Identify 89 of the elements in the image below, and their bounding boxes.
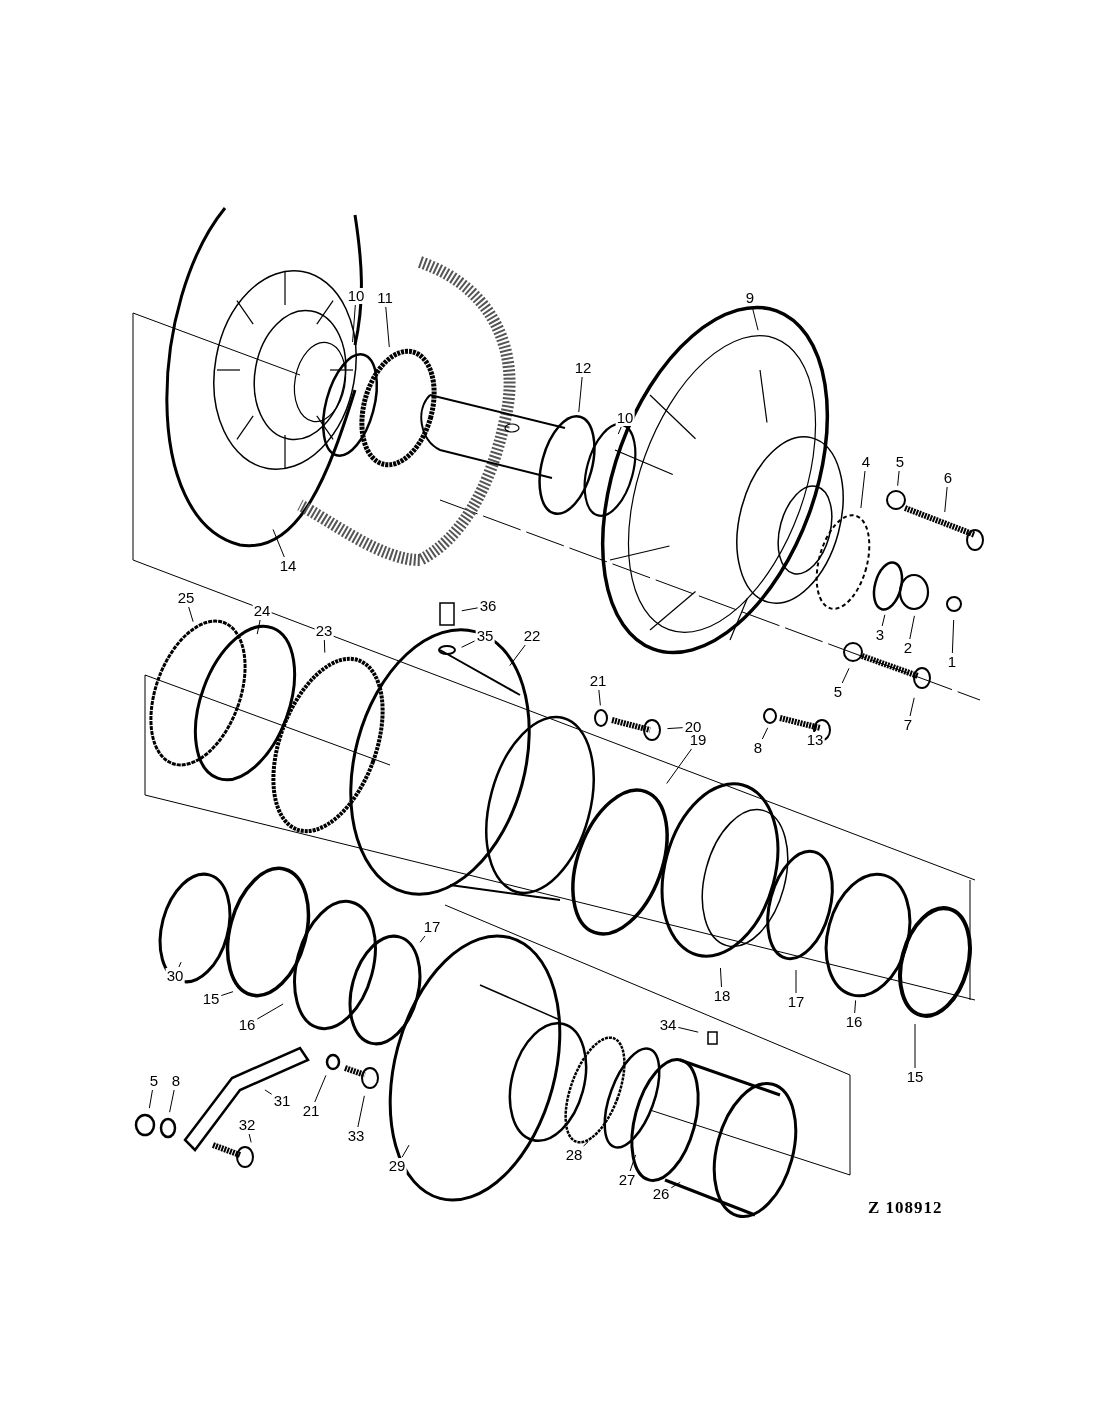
callout-number: 12	[573, 360, 593, 376]
callout-number: 21	[301, 1103, 321, 1119]
callout-number: 3	[874, 627, 886, 643]
callout-number: 18	[712, 988, 732, 1004]
leader-line	[854, 999, 857, 1014]
callout-number: 36	[478, 598, 498, 614]
leader-line	[751, 306, 759, 331]
leader-line	[909, 697, 915, 717]
callout-number: 15	[201, 991, 221, 1007]
callout-number: 8	[170, 1073, 182, 1089]
leader-line	[860, 470, 866, 509]
callout-number: 15	[905, 1069, 925, 1085]
leader-line	[795, 969, 797, 994]
callout-number: 11	[376, 290, 394, 306]
callout-number: 16	[844, 1014, 864, 1030]
leader-line	[352, 304, 356, 343]
drawing-number: Z 108912	[868, 1198, 943, 1218]
callout-number: 2	[902, 640, 914, 656]
callout-number: 14	[278, 558, 298, 574]
leader-line	[914, 1023, 916, 1069]
leader-line	[401, 1144, 410, 1158]
leader-line	[385, 306, 390, 348]
leader-line	[256, 1003, 284, 1020]
callout-number: 7	[902, 717, 914, 733]
callout-number: 17	[422, 919, 442, 935]
callout-number: 10	[615, 410, 635, 426]
callout-number: 8	[752, 740, 764, 756]
leader-line	[357, 1095, 365, 1128]
leader-line	[509, 644, 526, 667]
leader-line	[670, 1181, 681, 1189]
leader-line	[666, 748, 692, 784]
callout-number: 26	[651, 1186, 671, 1202]
leader-line	[264, 1089, 273, 1095]
leader-line	[944, 486, 948, 513]
leader-line	[677, 1026, 699, 1033]
callout-number: 35	[475, 628, 495, 644]
callout-number: 25	[176, 590, 196, 606]
callout-number: 17	[786, 994, 806, 1010]
callout-number: 13	[805, 732, 825, 748]
callout-number: 5	[148, 1073, 160, 1089]
leader-line	[248, 1133, 252, 1143]
leader-line	[323, 639, 326, 654]
callout-number: 27	[617, 1172, 637, 1188]
callout-number: 19	[688, 732, 708, 748]
callout-number: 24	[252, 603, 272, 619]
callout-number: 23	[314, 623, 334, 639]
leader-line	[178, 961, 182, 968]
leader-line	[461, 640, 476, 648]
callout-number: 33	[346, 1128, 366, 1144]
callout-number: 20	[683, 719, 703, 735]
callout-number: 5	[832, 684, 844, 700]
callout-number: 1	[946, 654, 958, 670]
callout-number: 32	[237, 1117, 257, 1133]
leader-line	[598, 689, 601, 706]
callout-number: 21	[588, 673, 608, 689]
leader-line	[629, 1154, 637, 1172]
leader-line	[951, 619, 955, 654]
leader-line	[220, 991, 234, 997]
leader-line	[169, 1089, 175, 1113]
leader-line	[719, 967, 722, 988]
callout-number: 29	[387, 1158, 407, 1174]
callout-number: 4	[860, 454, 872, 470]
leader-line	[667, 727, 684, 730]
leader-line	[815, 724, 817, 732]
leader-line	[881, 614, 886, 627]
leader-line	[148, 1089, 153, 1109]
leader-line	[188, 606, 194, 623]
leader-line	[461, 607, 479, 612]
leader-line	[617, 426, 622, 435]
callout-number: 34	[658, 1017, 678, 1033]
callout-number: 22	[522, 628, 542, 644]
callout-number: 6	[942, 470, 954, 486]
leader-line	[256, 619, 261, 635]
leader-line	[314, 1074, 327, 1103]
callout-number: 28	[564, 1147, 584, 1163]
callout-number: 10	[346, 288, 366, 304]
callout-number: 16	[237, 1017, 257, 1033]
leader-line	[841, 667, 850, 684]
callout-number: 9	[744, 290, 756, 306]
leader-line	[909, 615, 915, 640]
callout-number: 30	[165, 968, 185, 984]
leader-line	[583, 1141, 589, 1147]
leader-line	[578, 376, 583, 413]
leader-line	[419, 935, 426, 943]
leader-line	[761, 727, 769, 740]
leader-line	[897, 470, 900, 487]
callout-number: 31	[272, 1093, 292, 1109]
leader-line	[272, 528, 285, 558]
callout-number: 5	[894, 454, 906, 470]
